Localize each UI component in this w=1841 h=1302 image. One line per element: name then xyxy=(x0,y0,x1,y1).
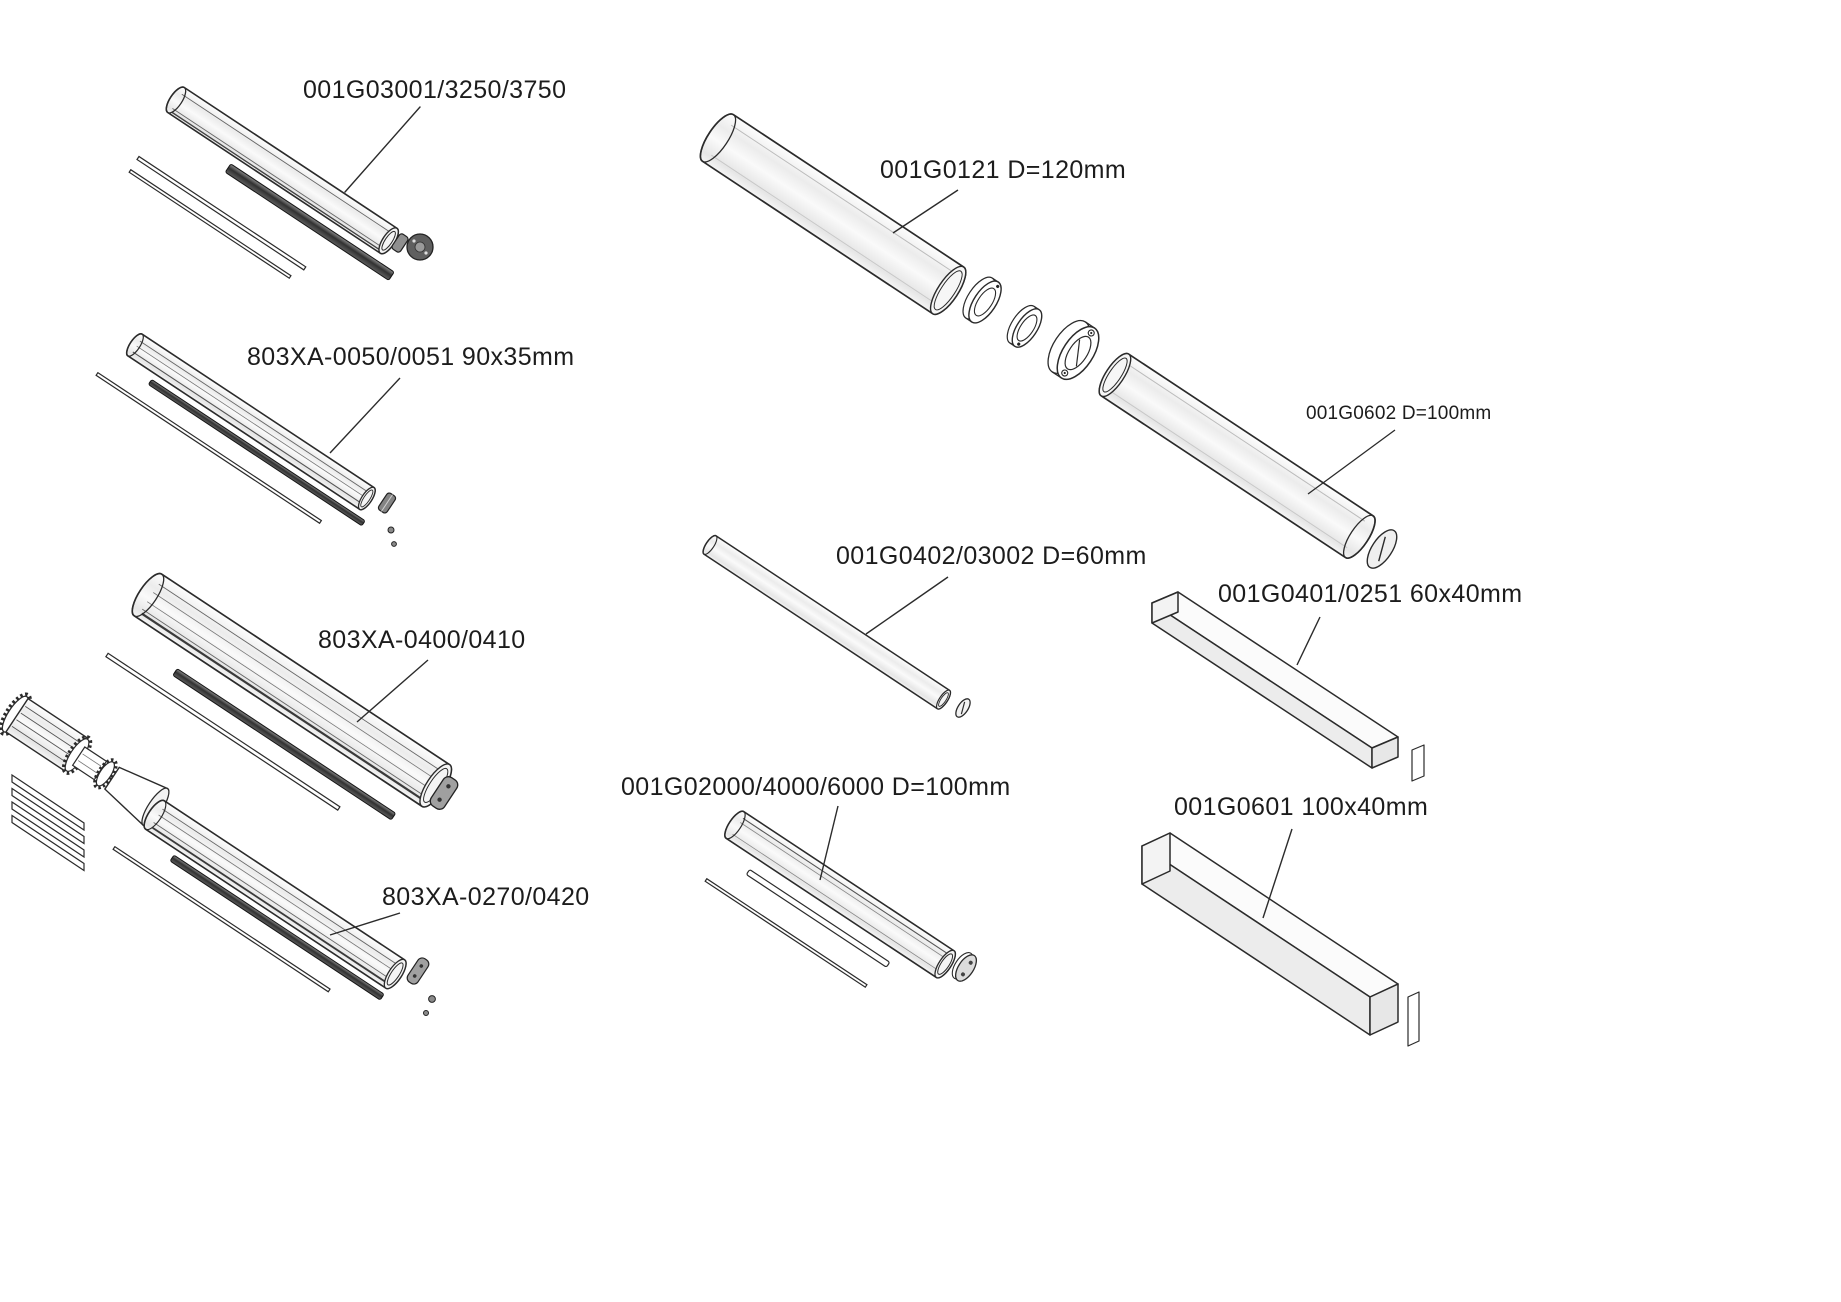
flat-strip xyxy=(746,869,890,968)
bar-near-end-face xyxy=(1151,591,1179,624)
bar-front-face xyxy=(1151,602,1373,769)
slotted-tube xyxy=(724,810,957,979)
end-plate xyxy=(1411,744,1425,782)
end-cap-knob xyxy=(406,233,434,261)
leader-line-001G0601 xyxy=(1262,828,1293,919)
leader-line-001G0121 xyxy=(892,189,959,234)
spline-rod xyxy=(136,155,307,271)
illustration-bar-001G0601 xyxy=(1141,828,1420,1047)
end-cap-disc xyxy=(951,952,978,982)
bar-near-end-face xyxy=(1141,832,1171,885)
illustration-tube-001G02000 xyxy=(704,805,978,989)
part-label-001G0602: 001G0602 D=100mm xyxy=(1306,403,1492,424)
bar-top-face xyxy=(1141,832,1399,998)
leader-line-001G0401 xyxy=(1296,616,1321,666)
profile-tube xyxy=(165,86,400,255)
bearing-ring xyxy=(1006,304,1043,348)
part-label-001G02000: 001G02000/4000/6000 D=100mm xyxy=(621,773,1011,801)
spline-rod xyxy=(95,371,323,525)
roller-tube xyxy=(143,799,407,990)
collar-ring xyxy=(1047,319,1100,381)
spline-rod xyxy=(105,652,341,811)
bar-far-end-face xyxy=(1369,983,1399,1036)
end-cap-disc xyxy=(1366,529,1398,569)
illustration-roller-profile-001G03001 xyxy=(128,86,434,281)
bar-far-end-face xyxy=(1371,736,1399,769)
part-label-803XA-0050: 803XA-0050/0051 90x35mm xyxy=(247,343,575,371)
spline-rod xyxy=(112,845,331,993)
bar-front-face xyxy=(1141,845,1371,1036)
illustration-bar-001G0401 xyxy=(1151,591,1425,782)
profile-tube xyxy=(125,333,376,511)
end-cap xyxy=(406,957,430,985)
leader-line-803XA-0400 xyxy=(356,659,429,723)
illustration-tube-001G0402 xyxy=(702,534,971,718)
part-label-001G0121: 001G0121 D=120mm xyxy=(880,156,1127,184)
end-piece xyxy=(377,492,397,514)
end-cap-disc xyxy=(955,698,971,718)
thin-tube xyxy=(702,534,952,710)
spline-rod xyxy=(128,168,292,280)
part-label-001G0601: 001G0601 100x40mm xyxy=(1174,793,1429,821)
end-plate xyxy=(1407,991,1420,1047)
part-label-001G0401: 001G0401/0251 60x40mm xyxy=(1218,580,1523,608)
part-label-803XA-0400: 803XA-0400/0410 xyxy=(318,626,526,654)
dark-insert-strip xyxy=(225,164,394,281)
leader-line-001G02000 xyxy=(819,805,839,881)
part-label-001G0402: 001G0402/03002 D=60mm xyxy=(836,542,1147,570)
end-screws xyxy=(387,526,397,547)
illustration-roller-803XA-0400 xyxy=(0,572,459,872)
finned-spline-block xyxy=(11,773,85,872)
leader-line-001G0602 xyxy=(1307,429,1396,495)
spline-rod xyxy=(704,877,868,989)
bar-top-face xyxy=(1151,591,1399,749)
illustration-roller-803XA-0270 xyxy=(112,799,436,1016)
gear-drive-unit xyxy=(0,692,170,827)
part-label-803XA-0270: 803XA-0270/0420 xyxy=(382,883,590,911)
end-screws xyxy=(423,995,436,1016)
tube-segment-lower xyxy=(1098,352,1376,559)
leader-line-001G03001 xyxy=(344,106,421,193)
part-label-001G03001: 001G03001/3250/3750 xyxy=(303,76,567,104)
dark-insert-strip xyxy=(173,668,396,820)
leader-line-001G0402 xyxy=(865,576,949,635)
roller-tube xyxy=(131,572,453,808)
illustration-tube-001G0121 xyxy=(699,113,1398,569)
leader-line-803XA-0050 xyxy=(329,377,401,454)
leader-line-803XA-0270 xyxy=(329,912,401,936)
illustration-profile-803XA-0050 xyxy=(95,333,401,547)
tube-segment-upper xyxy=(699,113,967,316)
end-bracket xyxy=(391,233,409,253)
dark-insert-strip xyxy=(148,379,365,526)
bearing-ring xyxy=(962,276,1002,324)
end-cap xyxy=(429,776,459,810)
dark-insert-strip xyxy=(170,855,384,1000)
